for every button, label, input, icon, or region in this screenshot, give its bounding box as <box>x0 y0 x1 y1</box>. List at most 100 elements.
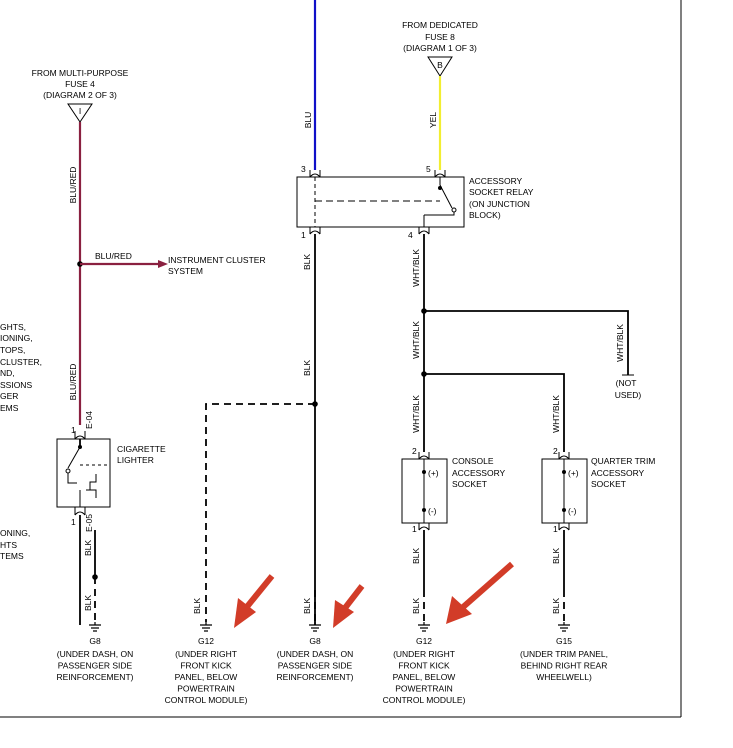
wire-label-yel: YEL <box>428 112 438 128</box>
svg-text:GER: GER <box>0 391 18 401</box>
ground-location-label: CONTROL MODULE) <box>165 695 248 705</box>
svg-text:GHTS,: GHTS, <box>0 322 26 332</box>
arrow-head <box>234 598 256 628</box>
wire-label-blk: BLK <box>192 598 202 614</box>
wire-label-blk: BLK <box>411 548 421 564</box>
ground-id: G8 <box>89 636 101 646</box>
wire-label-whtblk: WHT/BLK <box>551 395 561 433</box>
relay-label-4: BLOCK) <box>469 210 501 220</box>
wire-label-blured-lower: BLU/RED <box>68 364 78 401</box>
instrument-cluster-label: INSTRUMENT CLUSTER <box>168 255 266 265</box>
ground-location-label: PASSENGER SIDE <box>278 661 353 671</box>
svg-text:IONING,: IONING, <box>0 333 33 343</box>
svg-text:FUSE 4: FUSE 4 <box>65 79 95 89</box>
pin-label: 1 <box>71 425 76 435</box>
plus-terminal: (+) <box>428 468 439 478</box>
wire-label-blk: BLK <box>551 548 561 564</box>
ground-location-label: BEHIND RIGHT REAR <box>521 661 608 671</box>
svg-text:TOPS,: TOPS, <box>0 345 25 355</box>
console-socket-label-2: ACCESSORY <box>452 468 506 478</box>
minus-terminal: (-) <box>428 506 437 516</box>
ground-id: G15 <box>556 636 572 646</box>
wire-label-whtblk: WHT/BLK <box>411 249 421 287</box>
ground-location-label: CONTROL MODULE) <box>383 695 466 705</box>
ground-g15-4: G15 (UNDER TRIM PANEL, BEHIND RIGHT REARWH… <box>520 622 608 682</box>
wire-label-whtblk: WHT/BLK <box>411 395 421 433</box>
pin-label: 1 <box>71 517 76 527</box>
fuse-4-symbol: I <box>79 106 81 116</box>
left-cutoff-text-a: GHTS, IONING, TOPS, CLUSTER, ND, SSIONS … <box>0 322 42 413</box>
arrow-annotation <box>243 574 275 610</box>
not-used-label: (NOT <box>616 378 637 388</box>
lighter-label-2: LIGHTER <box>117 455 154 465</box>
ground-location-label: (UNDER RIGHT <box>175 649 237 659</box>
accessory-socket-relay: ACCESSORY SOCKET RELAY (ON JUNCTION BLOC… <box>296 170 534 235</box>
pin-label: 1 <box>301 230 306 240</box>
relay-label-3: (ON JUNCTION <box>469 199 530 209</box>
quarter-socket-label-3: SOCKET <box>591 479 626 489</box>
ground-location-label: PASSENGER SIDE <box>58 661 133 671</box>
connector-bottom <box>74 507 86 516</box>
ground-location-label: (UNDER TRIM PANEL, <box>520 649 608 659</box>
ground-location-label: FRONT KICK <box>398 661 450 671</box>
left-cutoff-text-b: ONING, HTS TEMS <box>0 528 30 561</box>
ground-g8-0: G8 (UNDER DASH, ON PASSENGER SIDEREINFORCE… <box>57 622 134 682</box>
annotation-arrows <box>234 561 514 628</box>
wire-label-whtblk: WHT/BLK <box>411 321 421 359</box>
ground-id: G8 <box>309 636 321 646</box>
relay-box <box>296 176 465 228</box>
arrow-head <box>333 600 354 628</box>
pin-label: 2 <box>412 446 417 456</box>
arrow-head <box>446 596 472 624</box>
ground-location-label: FRONT KICK <box>180 661 232 671</box>
not-used-label-2: USED) <box>615 390 642 400</box>
wire-label-blk: BLK <box>302 254 312 270</box>
wire-label-blk: BLK <box>302 598 312 614</box>
ground-location-label: POWERTRAIN <box>395 684 452 694</box>
quarter-trim-accessory-socket: 2 (+) (-) 1 QUARTER TRIM ACCESSORY SOCKE… <box>541 446 655 534</box>
wire-label-blured-branch: BLU/RED <box>95 251 132 261</box>
wire-label-whtblk: WHT/BLK <box>615 324 625 362</box>
source-fuse-4: FROM MULTI-PURPOSE FUSE 4 (DIAGRAM 2 OF … <box>32 68 129 123</box>
console-socket-label: CONSOLE <box>452 456 494 466</box>
wire-label-blk: BLK <box>83 595 93 611</box>
instrument-cluster-label-2: SYSTEM <box>168 266 203 276</box>
svg-text:ONING,: ONING, <box>0 528 30 538</box>
ground-icon <box>200 622 212 632</box>
ground-location-label: POWERTRAIN <box>177 684 234 694</box>
ground-location-label: REINFORCEMENT) <box>277 672 354 682</box>
svg-text:FROM DEDICATED: FROM DEDICATED <box>402 20 478 30</box>
fuse-8-symbol: B <box>437 60 443 70</box>
arrow-annotation <box>460 561 514 611</box>
svg-text:(DIAGRAM 2 OF 3): (DIAGRAM 2 OF 3) <box>43 90 117 100</box>
pin-label: 1 <box>553 524 558 534</box>
ground-location-label: (UNDER RIGHT <box>393 649 455 659</box>
console-accessory-socket: 2 (+) (-) 1 CONSOLE ACCESSORY SOCKET <box>401 446 506 534</box>
wire-label-blk: BLK <box>302 360 312 376</box>
plus-terminal: (+) <box>568 468 579 478</box>
fuse-8-source-triangle <box>427 56 453 77</box>
svg-text:ND,: ND, <box>0 368 15 378</box>
wire-label-blk: BLK <box>411 598 421 614</box>
connector-e04-label: E-04 <box>84 411 94 429</box>
ground-g8-2: G8 (UNDER DASH, ON PASSENGER SIDEREINFORCE… <box>277 622 354 682</box>
arrow-to-cluster <box>158 260 168 268</box>
ground-location-label: (UNDER DASH, ON <box>57 649 134 659</box>
ground-icon <box>309 622 321 632</box>
blured-wire <box>77 122 168 425</box>
relay-label: ACCESSORY <box>469 176 523 186</box>
ground-location-label: REINFORCEMENT) <box>57 672 134 682</box>
ground-location-label: PANEL, BELOW <box>175 672 238 682</box>
ground-id: G12 <box>416 636 432 646</box>
connector-top <box>74 431 86 440</box>
svg-text:EMS: EMS <box>0 403 19 413</box>
ground-location-label: (UNDER DASH, ON <box>277 649 354 659</box>
minus-terminal: (-) <box>568 506 577 516</box>
pin-label: 2 <box>553 446 558 456</box>
source-fuse-8: FROM DEDICATED FUSE 8 (DIAGRAM 1 OF 3) B <box>402 20 478 77</box>
lighter-label: CIGARETTE <box>117 444 166 454</box>
pin-label: 3 <box>301 164 306 174</box>
ground-location-label: WHEELWELL) <box>536 672 592 682</box>
svg-text:(DIAGRAM 1 OF 3): (DIAGRAM 1 OF 3) <box>403 43 477 53</box>
